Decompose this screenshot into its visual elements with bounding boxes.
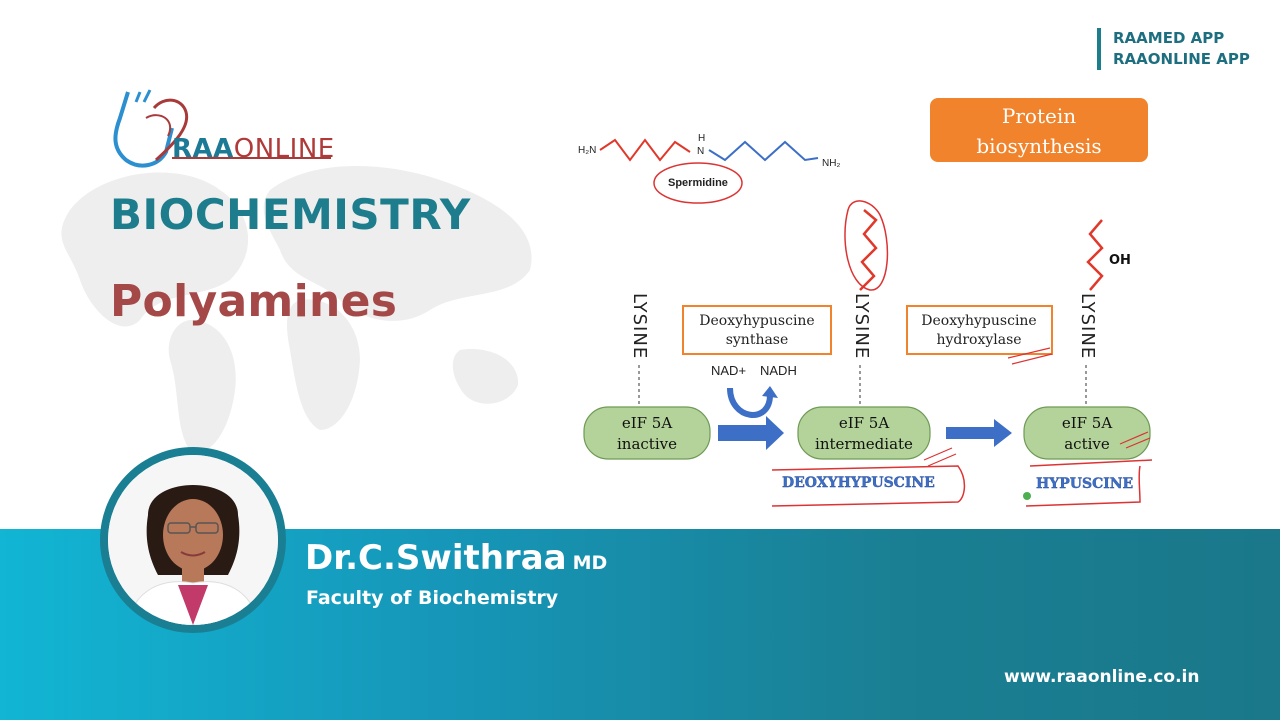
topic-title: Polyamines bbox=[110, 276, 398, 327]
presenter-role: Faculty of Biochemistry bbox=[306, 587, 559, 609]
eif5a-hypusination-diagram: H₂N H N NH₂ Spermidine Protein biosynthe… bbox=[578, 98, 1153, 507]
presenter-name-text: Dr.C.Swithraa bbox=[305, 538, 567, 578]
subject-title: BIOCHEMISTRY bbox=[110, 190, 471, 239]
enzyme2-line1: Deoxyhypuscine bbox=[921, 313, 1036, 329]
spermidine-nh2-label: NH₂ bbox=[822, 158, 840, 169]
eif5a-inactive-pill bbox=[583, 406, 711, 460]
world-map-background bbox=[61, 166, 532, 452]
nadh-label: NADH bbox=[760, 363, 797, 378]
enzyme-box-hydroxylase bbox=[906, 305, 1053, 355]
hydroxyl-label: OH bbox=[1109, 253, 1131, 268]
deoxyhypuscine-annotation-box bbox=[771, 465, 966, 507]
enzyme-box-synthase bbox=[682, 305, 832, 355]
hypuscine-annotation-box bbox=[1025, 459, 1153, 507]
spermidine-h2n-label: H₂N bbox=[578, 145, 596, 156]
protein-biosynthesis-box bbox=[930, 98, 1148, 162]
website-url: www.raaonline.co.in bbox=[1004, 667, 1200, 687]
protein-box-line2: biosynthesis bbox=[976, 134, 1101, 158]
hydroxylase-annotation-strokes bbox=[1007, 347, 1053, 365]
presenter-portrait bbox=[108, 455, 278, 625]
deoxyhypusine-sidechain bbox=[859, 209, 878, 291]
presenter-degree: MD bbox=[572, 552, 608, 574]
sidechain-annotation-circle bbox=[844, 200, 889, 291]
lysine-label-1: LYSINE bbox=[629, 293, 650, 359]
raaonline-logo bbox=[106, 88, 336, 172]
eif5a-intermediate-pill bbox=[797, 406, 931, 460]
spermidine-label: Spermidine bbox=[668, 177, 728, 189]
eif5a-intermediate-line1: eIF 5A bbox=[839, 414, 890, 432]
eif5a-active-line2: active bbox=[1064, 435, 1110, 453]
reaction-arrow-1 bbox=[718, 416, 784, 450]
reaction-arrow-2 bbox=[946, 419, 1012, 447]
app-name-raamed: RAAMED APP bbox=[1113, 29, 1225, 47]
hypusine-sidechain bbox=[1086, 219, 1104, 291]
active-annotation-strokes bbox=[1119, 431, 1151, 449]
nad-plus-label: NAD+ bbox=[711, 363, 746, 378]
heart-logo-icon bbox=[113, 89, 331, 168]
eif5a-active-pill bbox=[1023, 406, 1151, 460]
spermidine-annotation-circle bbox=[653, 162, 743, 204]
spermidine-red-chain bbox=[599, 138, 691, 162]
protein-box-line1: Protein bbox=[1002, 104, 1076, 128]
hypuscine-label: HYPUSCINE bbox=[1036, 476, 1133, 492]
lysine-label-2: LYSINE bbox=[851, 293, 872, 359]
pointer-dot bbox=[1023, 492, 1031, 500]
enzyme1-line2: synthase bbox=[726, 332, 789, 348]
presenter-avatar-icon bbox=[108, 455, 278, 625]
logo-wordmark-thin: ONLINE bbox=[233, 134, 335, 164]
intermediate-annotation-strokes bbox=[923, 447, 957, 467]
spermidine-blue-chain bbox=[708, 140, 819, 162]
nad-arrowhead bbox=[762, 386, 778, 398]
app-name-raaonline: RAAONLINE APP bbox=[1113, 50, 1250, 68]
nad-curved-arrow bbox=[727, 387, 773, 418]
logo-wordmark: RAAONLINE bbox=[172, 134, 335, 164]
deoxyhypuscine-label: DEOXYHYPUSCINE bbox=[782, 475, 935, 491]
enzyme2-line2: hydroxylase bbox=[936, 332, 1021, 348]
eif5a-inactive-line1: eIF 5A bbox=[622, 414, 673, 432]
enzyme1-line1: Deoxyhypuscine bbox=[699, 313, 814, 329]
spermidine-h-label: H bbox=[698, 133, 705, 144]
app-names: RAAMED APP RAAONLINE APP bbox=[1097, 28, 1250, 70]
logo-wordmark-bold: RAA bbox=[172, 134, 234, 164]
eif5a-inactive-line2: inactive bbox=[617, 435, 677, 453]
lysine-label-3: LYSINE bbox=[1077, 293, 1098, 359]
eif5a-active-line1: eIF 5A bbox=[1062, 414, 1113, 432]
spermidine-n-label: N bbox=[697, 146, 704, 157]
eif5a-intermediate-line2: intermediate bbox=[815, 435, 913, 453]
